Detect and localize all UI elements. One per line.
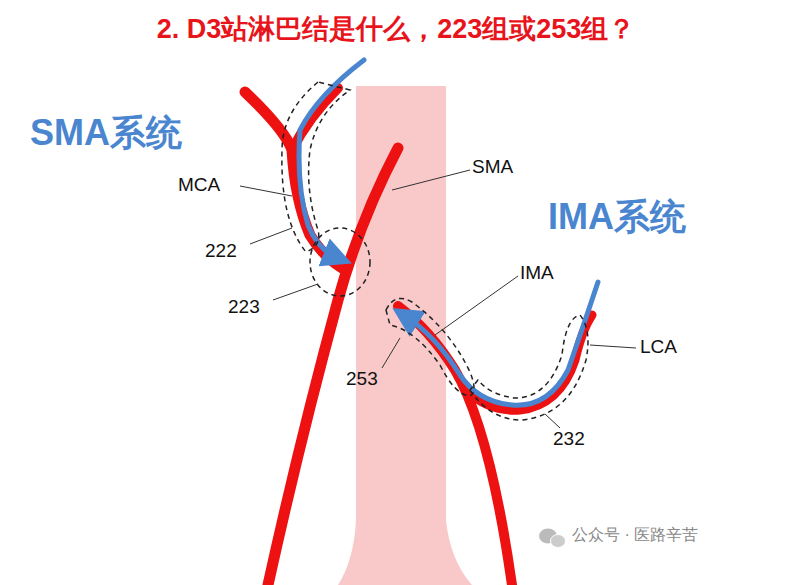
wechat-icon <box>539 529 566 548</box>
vessel-name: IMA <box>520 262 554 284</box>
ima-vessel <box>398 306 512 585</box>
group-223-outline <box>310 228 370 296</box>
watermark: 公众号 · 医路辛苦 <box>572 526 698 544</box>
callout-number: 232 <box>553 428 585 450</box>
title: 2. D3站淋巴结是什么，223组或253组？ <box>157 14 636 45</box>
mca-vessel <box>245 92 342 268</box>
leader-line <box>590 345 636 348</box>
leader-line <box>435 276 518 335</box>
leader-line <box>545 414 560 428</box>
system-label: SMA系统 <box>30 112 182 153</box>
callout-number: 222 <box>205 240 237 262</box>
ima-flow-arrow <box>405 282 598 405</box>
callout-number: 223 <box>228 296 260 318</box>
system-label: IMA系统 <box>548 196 686 237</box>
leader-line <box>273 284 318 300</box>
vessel-name: SMA <box>472 156 513 178</box>
aorta <box>338 86 472 585</box>
callout-number: 253 <box>346 368 378 390</box>
vessel-name: LCA <box>640 336 677 358</box>
vessel-name: MCA <box>178 174 220 196</box>
leader-line <box>240 186 292 196</box>
leader-line <box>250 228 292 244</box>
leader-line <box>392 170 470 190</box>
sma-vessel <box>268 148 398 585</box>
group-232-outline <box>470 315 588 420</box>
group-222-outline <box>282 82 350 252</box>
group-253-outline <box>386 298 474 396</box>
leader-line <box>382 338 400 368</box>
